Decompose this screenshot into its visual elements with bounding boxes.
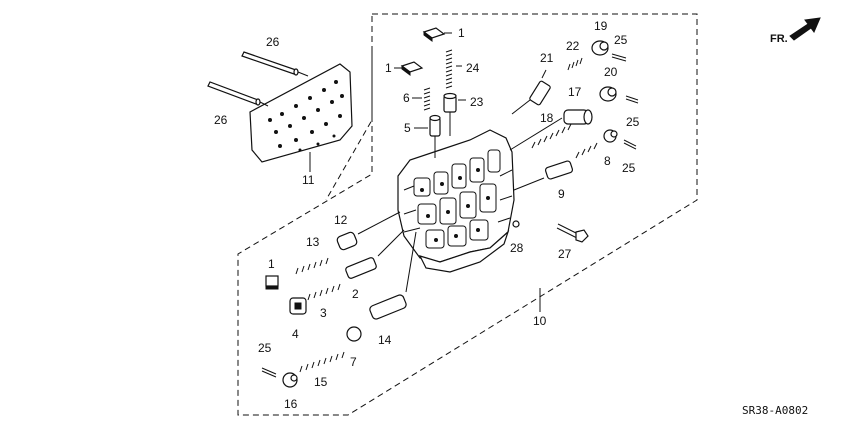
callout-19: 19 bbox=[594, 19, 608, 33]
front-direction-arrow: FR. bbox=[770, 17, 821, 45]
plate-boundary bbox=[325, 52, 373, 201]
valve-7 bbox=[346, 326, 362, 342]
valve-14 bbox=[369, 231, 417, 320]
pin-25-bottom bbox=[261, 367, 277, 378]
callout-25b: 25 bbox=[626, 115, 640, 129]
svg-text:FR.: FR. bbox=[770, 33, 788, 45]
callout-16: 16 bbox=[284, 397, 298, 411]
callout-21: 21 bbox=[540, 51, 554, 65]
valve-21 bbox=[511, 80, 551, 115]
callout-24: 24 bbox=[466, 61, 480, 75]
valve-8 bbox=[603, 129, 618, 143]
pin-25-mid bbox=[625, 95, 639, 104]
bolt-27 bbox=[556, 223, 589, 243]
callout-12: 12 bbox=[334, 213, 348, 227]
spring-13 bbox=[295, 257, 329, 275]
callout-25c: 25 bbox=[622, 161, 636, 175]
valve-cap-1-mid bbox=[400, 61, 424, 76]
callout-25d: 25 bbox=[258, 341, 272, 355]
callout-4: 4 bbox=[292, 327, 299, 341]
valve-16 bbox=[282, 372, 298, 388]
valve-5 bbox=[429, 114, 441, 158]
check-ball-28 bbox=[512, 220, 520, 228]
valve-9 bbox=[513, 160, 574, 191]
callout-17: 17 bbox=[568, 85, 582, 99]
callout-5: 5 bbox=[404, 121, 411, 135]
diagram-code: SR38-A0802 bbox=[742, 404, 808, 417]
plug-4 bbox=[289, 297, 307, 315]
callout-3: 3 bbox=[320, 306, 327, 320]
callouts: 1 1 1 2 3 4 5 6 7 8 9 10 11 12 13 14 15 … bbox=[214, 19, 640, 411]
callout-6: 6 bbox=[403, 91, 410, 105]
pin-25-top bbox=[611, 53, 627, 62]
valve-cap-1-low bbox=[265, 275, 279, 290]
callout-14: 14 bbox=[378, 333, 392, 347]
spring-3 bbox=[307, 283, 341, 301]
callout-1a: 1 bbox=[458, 26, 465, 40]
separator-plate bbox=[249, 63, 353, 172]
valve-body bbox=[397, 129, 515, 273]
assembly-boundary bbox=[237, 13, 698, 416]
spring-18 bbox=[531, 123, 572, 149]
callout-7: 7 bbox=[350, 355, 357, 369]
callout-10: 10 bbox=[533, 314, 547, 328]
valve-20 bbox=[599, 86, 617, 102]
callout-8: 8 bbox=[604, 154, 611, 168]
valve-12 bbox=[336, 211, 401, 251]
callout-26a: 26 bbox=[266, 35, 280, 49]
callout-13: 13 bbox=[306, 235, 320, 249]
callout-23: 23 bbox=[470, 95, 484, 109]
callout-26b: 26 bbox=[214, 113, 228, 127]
dowel-pin-26-upper bbox=[241, 51, 309, 77]
dowel-pin-26-lower bbox=[207, 81, 269, 107]
callout-15: 15 bbox=[314, 375, 328, 389]
callout-28: 28 bbox=[510, 241, 524, 255]
callout-22: 22 bbox=[566, 39, 580, 53]
callout-2: 2 bbox=[352, 287, 359, 301]
callout-11: 11 bbox=[302, 173, 315, 187]
spring-9 bbox=[575, 142, 598, 159]
callout-18: 18 bbox=[540, 111, 554, 125]
callout-1b: 1 bbox=[385, 61, 392, 75]
pin-25-low bbox=[623, 139, 637, 150]
callout-9: 9 bbox=[558, 187, 565, 201]
spring-15 bbox=[299, 351, 345, 373]
callout-1c: 1 bbox=[268, 257, 275, 271]
valve-17 bbox=[509, 109, 593, 151]
valve-cap-1-top bbox=[422, 27, 446, 42]
spring-22 bbox=[567, 57, 583, 71]
spring-24 bbox=[445, 49, 453, 89]
valve-23 bbox=[443, 92, 457, 136]
callout-27: 27 bbox=[558, 247, 572, 261]
valve-2 bbox=[345, 229, 405, 279]
valve-19 bbox=[591, 40, 609, 56]
spring-6 bbox=[423, 87, 431, 111]
callout-20: 20 bbox=[604, 65, 618, 79]
callout-25a: 25 bbox=[614, 33, 628, 47]
